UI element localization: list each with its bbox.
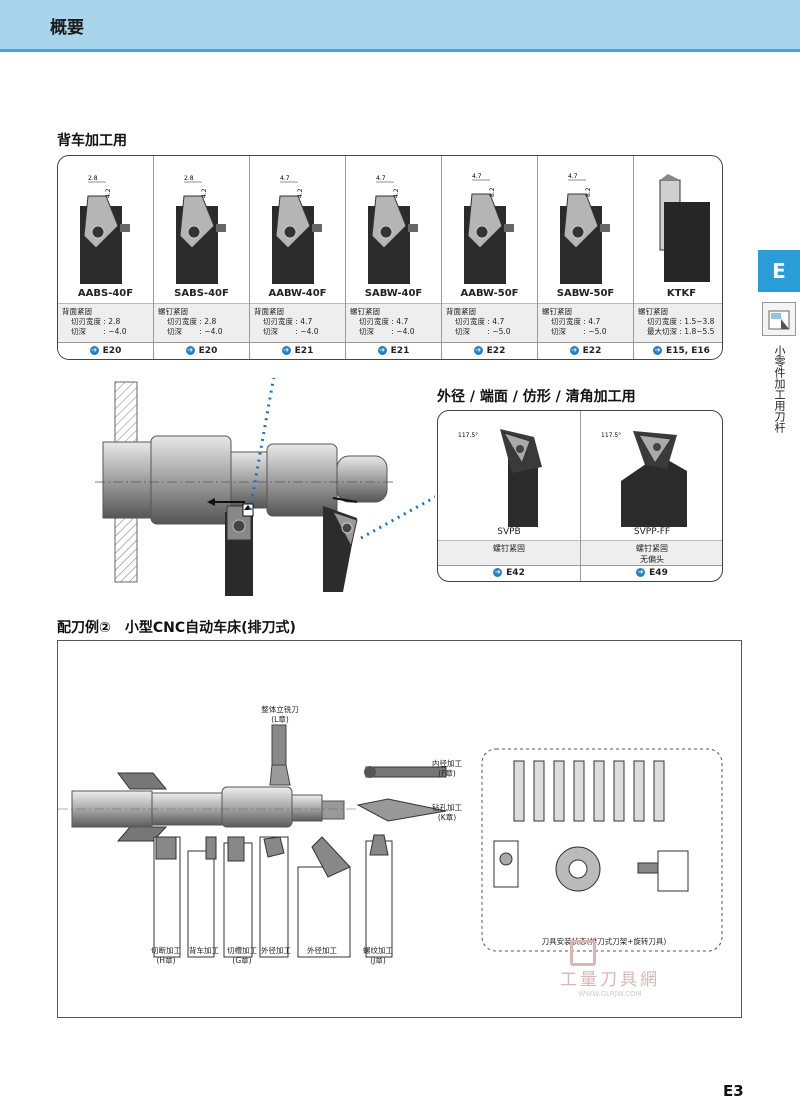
tool-page-ref-link[interactable]: ➔E20 xyxy=(58,342,153,359)
tool-page-ref-link[interactable]: ➔E15, E16 xyxy=(634,342,722,359)
ext-tool-image: 117.5° xyxy=(581,411,722,527)
arrow-right-icon: ➔ xyxy=(653,346,663,355)
ext-tool-name: SVPP-FF xyxy=(633,527,671,537)
tool-page-ref-link[interactable]: ➔E21 xyxy=(346,342,441,359)
label-od-turning-2: 外径加工 xyxy=(307,946,337,955)
section-title-external-turning: 外径 / 端面 / 仿形 / 清角加工用 xyxy=(437,389,636,405)
page-header: 概要 xyxy=(0,0,800,52)
tool-image: 4.7 4.2 xyxy=(250,156,345,288)
section-title-tooling-example: 配刀例② 小型CNC自动车床(排刀式) xyxy=(57,620,296,636)
svg-text:117.5°: 117.5° xyxy=(458,432,478,439)
chapter-vertical-label: 小零件加工用刀杆 xyxy=(773,345,786,433)
label-cutoff: 切断加工(H章) xyxy=(151,946,181,965)
dim-width-label: 2.8 xyxy=(184,175,194,182)
dim-depth-label: 4.2 xyxy=(297,188,304,198)
svg-text:117.5°: 117.5° xyxy=(601,432,621,439)
tool-name: AABW-50F xyxy=(460,288,519,299)
ext-tool-spec: 螺钉紧固无偏头 xyxy=(581,540,722,565)
tool-image: 4.7 4.2 xyxy=(346,156,441,288)
page-title: 概要 xyxy=(50,18,84,38)
tool-name: SABS-40F xyxy=(174,288,229,299)
dim-width-label: 2.8 xyxy=(88,175,98,182)
label-od-turning-1: 外径加工 xyxy=(261,946,291,955)
tool-image: 4.7 8.2 xyxy=(442,156,537,288)
dim-depth-label: 8.2 xyxy=(489,187,496,197)
tool-page-ref-link[interactable]: ➔E20 xyxy=(154,342,249,359)
chapter-tab[interactable]: E xyxy=(758,250,800,292)
tool-page-ref-link[interactable]: ➔E22 xyxy=(442,342,537,359)
ext-tool-page-ref-link[interactable]: ➔E49 xyxy=(581,565,722,581)
watermark-logo xyxy=(570,940,596,966)
tool-image: 2.8 4.2 xyxy=(58,156,153,288)
arrow-right-icon: ➔ xyxy=(636,568,646,577)
page-number: E3 xyxy=(723,1082,744,1100)
dim-depth-label: 8.2 xyxy=(585,187,592,197)
dim-width-label: 4.7 xyxy=(568,173,578,180)
arrow-right-icon: ➔ xyxy=(281,346,291,355)
dim-width-label: 4.7 xyxy=(280,175,290,182)
label-threading: 螺纹加工(J章) xyxy=(363,946,393,965)
chapter-icon xyxy=(762,302,796,336)
tool-name: AABS-40F xyxy=(77,288,134,299)
label-grooving: 切槽加工(G章) xyxy=(227,946,257,965)
tool-image: 4.7 8.2 xyxy=(538,156,633,288)
ext-tool-column: 117.5° SVPB 螺钉紧固➔E42 xyxy=(438,411,581,581)
label-drilling: 钻孔加工(K章) xyxy=(432,803,462,822)
arrow-right-icon: ➔ xyxy=(569,346,579,355)
label-install-state: 刀具安装状态(排刀式刀架+旋转刀具) xyxy=(541,937,667,946)
label-boring: 内径加工(F章) xyxy=(432,759,462,778)
arrow-right-icon: ➔ xyxy=(89,346,99,355)
lathe-workpiece-illustration xyxy=(95,378,435,596)
dim-depth-label: 4.2 xyxy=(105,188,112,198)
tool-name: AABW-40F xyxy=(268,288,327,299)
dim-width-label: 4.7 xyxy=(376,175,386,182)
tooling-layout-box: 整体立铣刀(L章) 内径加工(F章) 钻孔加工(K章) 切断加工(H章) 背车加… xyxy=(57,640,742,1018)
arrow-right-icon: ➔ xyxy=(185,346,195,355)
arrow-right-icon: ➔ xyxy=(493,568,503,577)
external-turning-tool-table: 117.5° SVPB 螺钉紧固➔E42 117.5° SVPP-FF 螺钉紧固无偏头➔E… xyxy=(437,410,723,582)
tool-name: SABW-40F xyxy=(364,288,423,299)
arrow-right-icon: ➔ xyxy=(377,346,387,355)
tool-image xyxy=(634,156,722,288)
dim-depth-label: 4.2 xyxy=(393,188,400,198)
tool-name: SABW-50F xyxy=(556,288,615,299)
ext-tool-image: 117.5° xyxy=(438,411,580,527)
tool-name: KTKF xyxy=(666,288,697,299)
dim-depth-label: 4.2 xyxy=(201,188,208,198)
tooling-layout-diagram xyxy=(58,724,723,958)
label-back-turning: 背车加工 xyxy=(189,946,219,955)
ext-tool-spec: 螺钉紧固 xyxy=(438,540,580,565)
dim-width-label: 4.7 xyxy=(472,173,482,180)
ext-tool-name: SVPB xyxy=(497,527,521,537)
section-title-back-turning: 背车加工用 xyxy=(57,133,127,149)
tool-image: 2.8 4.2 xyxy=(154,156,249,288)
ext-tool-page-ref-link[interactable]: ➔E42 xyxy=(438,565,580,581)
watermark: 工量刀具網 WWW.GLRJW.COM xyxy=(560,970,660,998)
tool-page-ref-link[interactable]: ➔E22 xyxy=(538,342,633,359)
tool-page-ref-link[interactable]: ➔E21 xyxy=(250,342,345,359)
label-endmill: 整体立铣刀(L章) xyxy=(261,705,299,724)
arrow-right-icon: ➔ xyxy=(473,346,483,355)
ext-tool-column: 117.5° SVPP-FF 螺钉紧固无偏头➔E49 xyxy=(581,411,722,581)
